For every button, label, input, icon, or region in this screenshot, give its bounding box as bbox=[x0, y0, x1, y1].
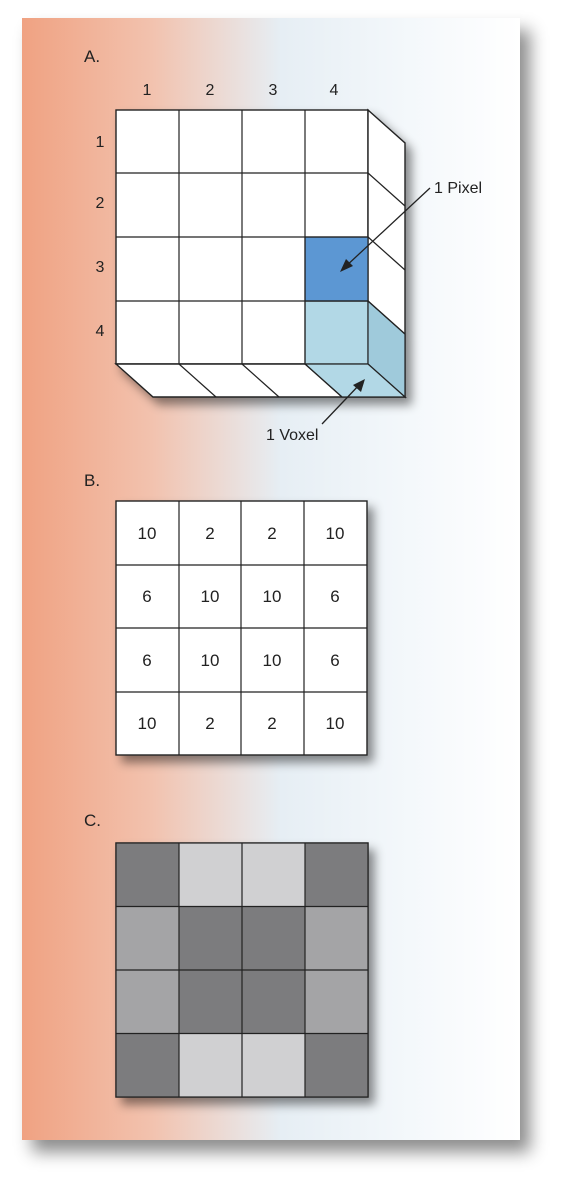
cell-value: 10 bbox=[326, 714, 345, 733]
cell-value: 6 bbox=[142, 651, 151, 670]
bottom-grid-lines bbox=[178, 363, 343, 398]
grayscale-grid-lines bbox=[115, 842, 369, 1098]
panel-a: A. 1 2 3 4 1 2 3 4 bbox=[84, 47, 482, 444]
row-index: 4 bbox=[96, 323, 105, 340]
cell-value: 6 bbox=[142, 587, 151, 606]
column-index: 1 bbox=[143, 82, 152, 99]
row-indices: 1 2 3 4 bbox=[96, 134, 105, 340]
grayscale-cell bbox=[116, 843, 179, 907]
value-cells: 10 2 2 10 6 10 10 6 6 10 10 6 10 2 2 10 bbox=[138, 524, 345, 733]
voxel-arrowhead bbox=[353, 379, 365, 392]
cell-value: 2 bbox=[205, 524, 214, 543]
pixel-cell bbox=[304, 236, 369, 302]
cell-value: 6 bbox=[330, 651, 339, 670]
front-grid-lines bbox=[116, 110, 368, 364]
row-index: 3 bbox=[96, 259, 105, 276]
grayscale-cell bbox=[116, 970, 179, 1034]
voxel-label: 1 Voxel bbox=[266, 427, 318, 444]
grayscale-cell bbox=[179, 1033, 242, 1097]
voxel-grid-3d bbox=[114, 108, 407, 399]
grayscale-cell bbox=[305, 843, 368, 907]
cell-value: 10 bbox=[263, 587, 282, 606]
cell-value: 10 bbox=[263, 651, 282, 670]
voxel-front-face bbox=[304, 300, 369, 365]
panel-b-label: B. bbox=[84, 471, 100, 490]
column-index: 4 bbox=[330, 82, 339, 99]
grayscale-cell bbox=[179, 970, 242, 1034]
cell-value: 2 bbox=[267, 714, 276, 733]
cell-value: 10 bbox=[201, 651, 220, 670]
pixel-arrow bbox=[343, 187, 431, 269]
pixel-callout: 1 Pixel bbox=[340, 180, 482, 272]
grayscale-cell bbox=[242, 906, 305, 970]
cell-value: 10 bbox=[138, 714, 157, 733]
row-index: 2 bbox=[96, 195, 105, 212]
pixel-arrowhead bbox=[340, 259, 353, 272]
cell-value: 10 bbox=[138, 524, 157, 543]
column-indices: 1 2 3 4 bbox=[143, 82, 339, 99]
grayscale-cell bbox=[179, 906, 242, 970]
grayscale-cell bbox=[305, 1033, 368, 1097]
panel-c: C. bbox=[84, 811, 369, 1098]
grayscale-cell bbox=[242, 843, 305, 907]
grayscale-cells bbox=[116, 843, 368, 1097]
column-index: 2 bbox=[206, 82, 215, 99]
grayscale-cell bbox=[242, 970, 305, 1034]
cell-value: 2 bbox=[205, 714, 214, 733]
cell-value: 2 bbox=[267, 524, 276, 543]
grayscale-cell bbox=[305, 970, 368, 1034]
panel-b: B. 10 2 2 10 6 10 10 6 6 10 10 6 10 2 bbox=[84, 471, 368, 756]
column-index: 3 bbox=[269, 82, 278, 99]
grayscale-cell bbox=[242, 1033, 305, 1097]
cell-value: 10 bbox=[201, 587, 220, 606]
grayscale-cell bbox=[116, 906, 179, 970]
row-index: 1 bbox=[96, 134, 105, 151]
grayscale-cell bbox=[305, 906, 368, 970]
cell-value: 10 bbox=[326, 524, 345, 543]
cell-value: 6 bbox=[330, 587, 339, 606]
pixel-label: 1 Pixel bbox=[434, 180, 482, 197]
value-grid-lines bbox=[116, 501, 367, 755]
side-grid-lines bbox=[367, 172, 406, 335]
panel-c-label: C. bbox=[84, 811, 101, 830]
voxel-arrow bbox=[321, 382, 362, 425]
grayscale-cell bbox=[116, 1033, 179, 1097]
grayscale-cell bbox=[179, 843, 242, 907]
voxel-callout: 1 Voxel bbox=[266, 379, 365, 444]
panel-a-label: A. bbox=[84, 47, 100, 66]
